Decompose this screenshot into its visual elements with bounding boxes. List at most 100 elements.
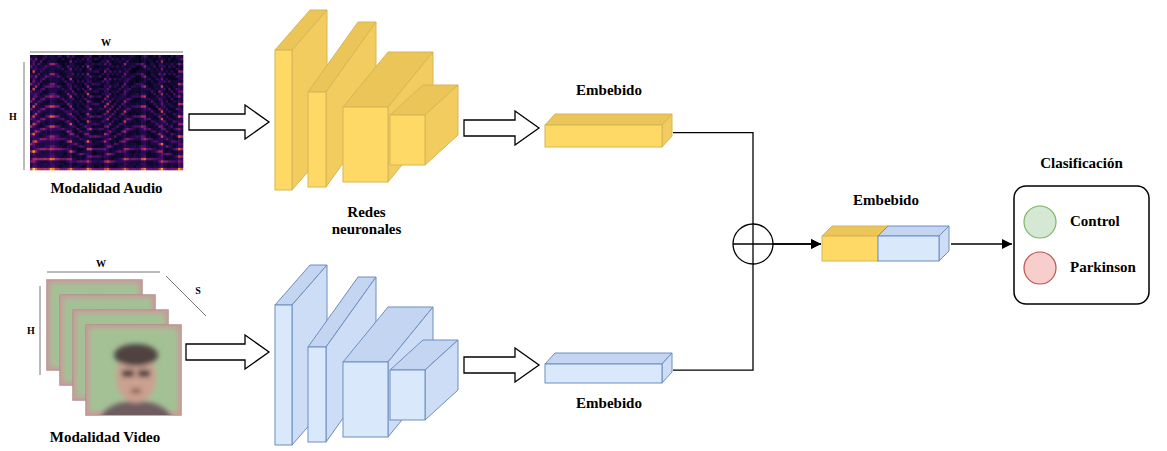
spectrogram-cell — [52, 58, 55, 61]
spectrogram-cell — [79, 85, 82, 88]
spectrogram-cell — [77, 90, 80, 93]
spectrogram-cell — [82, 113, 85, 116]
spectrogram-cell — [119, 108, 122, 111]
spectrogram-cell — [57, 120, 60, 123]
spectrogram-cell — [65, 113, 68, 116]
spectrogram-cell — [57, 158, 60, 161]
spectrogram-cell — [119, 153, 122, 156]
spectrogram-cell — [104, 68, 107, 71]
spectrogram-cell — [74, 130, 77, 133]
spectrogram-cell — [111, 133, 114, 136]
spectrogram-cell — [60, 128, 63, 131]
spectrogram-cell — [121, 63, 124, 66]
spectrogram-cell — [114, 160, 117, 163]
spectrogram-cell — [82, 100, 85, 103]
spectrogram-cell — [67, 85, 70, 88]
spectrogram-cell — [50, 93, 53, 96]
spectrogram-cell — [30, 103, 33, 106]
spectrogram-cell — [67, 123, 70, 126]
spectrogram-cell — [37, 165, 40, 168]
spectrogram-cell — [35, 123, 38, 126]
spectrogram-cell — [84, 75, 87, 78]
spectrogram-cell — [121, 123, 124, 126]
spectrogram-cell — [121, 155, 124, 158]
spectrogram-cell — [99, 98, 102, 101]
spectrogram-cell — [84, 143, 87, 146]
spectrogram-cell — [52, 113, 55, 116]
spectrogram-cell — [84, 68, 87, 71]
spectrogram-cell — [30, 155, 33, 158]
spectrogram-cell — [50, 133, 53, 136]
spectrogram-cell — [131, 55, 134, 58]
spectrogram-cell — [50, 160, 53, 163]
spectrogram-cell — [32, 55, 35, 58]
spectrogram-cell — [129, 120, 132, 123]
spectrogram-cell — [32, 135, 35, 138]
spectrogram-cell — [87, 110, 90, 113]
spectrogram-cell — [50, 130, 53, 133]
spectrogram-cell — [131, 88, 134, 91]
spectrogram-cell — [67, 63, 70, 66]
spectrogram-cell — [69, 115, 72, 118]
spectrogram-cell — [47, 163, 50, 166]
spectrogram-cell — [94, 128, 97, 131]
spectrogram-cell — [57, 83, 60, 86]
spectrogram-cell — [60, 160, 63, 163]
spectrogram-cell — [124, 138, 127, 141]
spectrogram-cell — [65, 125, 68, 128]
spectrogram-cell — [92, 135, 95, 138]
spectrogram-cell — [67, 105, 70, 108]
spectrogram-cell — [40, 128, 43, 131]
spectrogram-cell — [60, 140, 63, 143]
spectrogram-cell — [82, 163, 85, 166]
spectrogram-cell — [97, 70, 100, 73]
spectrogram-cell — [65, 155, 68, 158]
spectrogram-cell — [107, 123, 110, 126]
spectrogram-cell — [107, 78, 110, 81]
spectrogram-cell — [109, 158, 112, 161]
spectrogram-cell — [99, 55, 102, 58]
spectrogram-cell — [60, 88, 63, 91]
spectrogram-cell — [62, 110, 65, 113]
spectrogram-cell — [30, 145, 33, 148]
spectrogram-cell — [42, 55, 45, 58]
spectrogram-cell — [45, 85, 48, 88]
spectrogram-cell — [62, 133, 65, 136]
spectrogram-cell — [60, 125, 63, 128]
spectrogram-cell — [57, 113, 60, 116]
spectrogram-cell — [37, 113, 40, 116]
spectrogram-cell — [45, 63, 48, 66]
spectrogram-cell — [67, 90, 70, 93]
spectrogram-cell — [55, 90, 58, 93]
spectrogram-cell — [97, 130, 100, 133]
spectrogram-cell — [129, 165, 132, 168]
spectrogram-cell — [134, 155, 137, 158]
spectrogram-cell — [69, 165, 72, 168]
spectrogram-cell — [82, 168, 85, 171]
spectrogram-cell — [124, 75, 127, 78]
spectrogram-cell — [84, 153, 87, 156]
spectrogram-cell — [62, 100, 65, 103]
spectrogram-cell — [74, 118, 77, 121]
spectrogram-cell — [40, 133, 43, 136]
spectrogram-cell — [99, 133, 102, 136]
spectrogram-cell — [116, 158, 119, 161]
spectrogram-cell — [69, 113, 72, 116]
spectrogram-cell — [57, 95, 60, 98]
spectrogram-cell — [107, 83, 110, 86]
spectrogram-cell — [60, 63, 63, 66]
spectrogram-cell — [77, 123, 80, 126]
spectrogram-cell — [45, 83, 48, 86]
spectrogram-cell — [129, 68, 132, 71]
spectrogram-cell — [131, 118, 134, 121]
spectrogram-cell — [50, 90, 53, 93]
spectrogram-cell — [87, 65, 90, 68]
spectrogram-cell — [67, 148, 70, 151]
spectrogram-cell — [131, 80, 134, 83]
spectrogram-cell — [35, 85, 38, 88]
spectrogram-cell — [62, 55, 65, 58]
spectrogram-cell — [109, 138, 112, 141]
spectrogram-cell — [116, 138, 119, 141]
spectrogram-cell — [65, 58, 68, 61]
spectrogram-cell — [52, 93, 55, 96]
